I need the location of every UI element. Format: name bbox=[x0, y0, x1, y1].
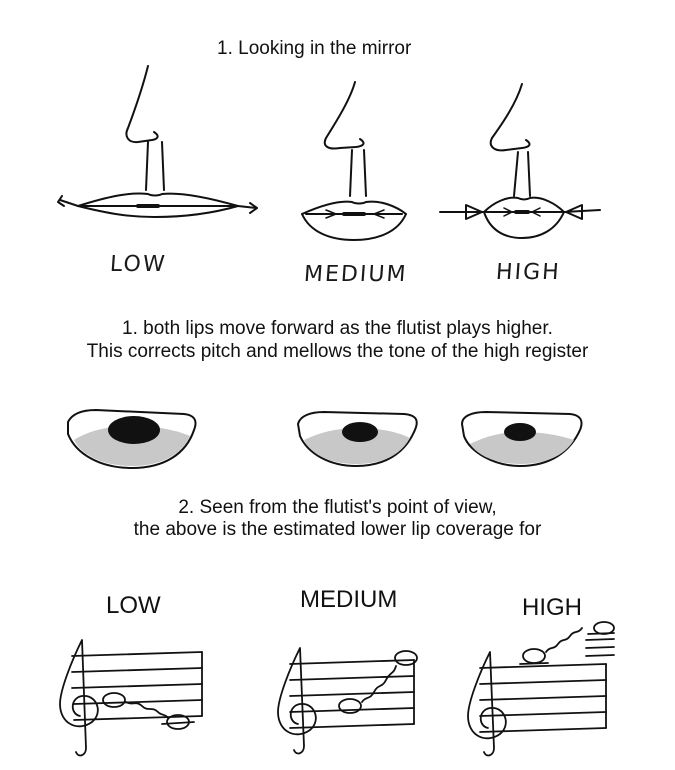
caption-2-line1: 2. Seen from the flutist's point of view… bbox=[178, 497, 497, 518]
ledger-lines-high bbox=[585, 632, 615, 657]
arrow-left-low bbox=[57, 195, 79, 207]
staff-low bbox=[59, 639, 203, 757]
note-1-medium bbox=[338, 698, 362, 714]
treble-clef-high bbox=[467, 651, 507, 757]
caption-1-line1: 1. both lips move forward as the flutist… bbox=[122, 318, 553, 339]
treble-clef-medium bbox=[277, 647, 317, 755]
face-low bbox=[57, 65, 258, 218]
staff-lines-low bbox=[71, 651, 203, 721]
register-label-high: HIGH bbox=[522, 594, 582, 621]
ledger-line-low bbox=[161, 721, 195, 725]
arrow-right-low bbox=[237, 202, 258, 214]
philtrum-medium bbox=[349, 149, 367, 197]
mouthpiece-outline-medium bbox=[297, 411, 418, 467]
nose-profile-high bbox=[489, 83, 531, 152]
inward-arrows-medium bbox=[325, 209, 385, 219]
note-2-medium bbox=[394, 650, 418, 666]
side-arrow-right-high bbox=[563, 204, 601, 220]
nose-profile-low bbox=[125, 65, 159, 144]
staff-lines-medium bbox=[289, 659, 415, 729]
staff-medium bbox=[277, 647, 418, 755]
upper-lip-low bbox=[77, 192, 239, 207]
embouchure-hole-low bbox=[108, 416, 160, 444]
glissando-medium bbox=[361, 665, 397, 703]
embouchure-hole-medium bbox=[342, 422, 378, 442]
lip-coverage-medium bbox=[297, 411, 418, 467]
embouchure-hole-high bbox=[504, 423, 536, 441]
caption-1-line2: This corrects pitch and mellows the tone… bbox=[86, 341, 589, 362]
treble-clef-low bbox=[59, 639, 99, 757]
lower-lip-high bbox=[483, 211, 565, 239]
face-high bbox=[439, 83, 601, 239]
lip-coverage-low bbox=[67, 409, 197, 469]
lip-label-high: HIGH bbox=[495, 260, 562, 285]
face-medium bbox=[301, 81, 407, 241]
staff-high bbox=[467, 621, 615, 757]
glissando-low bbox=[125, 701, 169, 719]
lip-label-low: LOW bbox=[109, 252, 168, 277]
upper-lip-medium bbox=[301, 200, 407, 215]
note-1-high bbox=[522, 648, 546, 664]
note-2-high bbox=[593, 621, 615, 635]
lower-lip-low bbox=[77, 205, 239, 218]
register-label-low: LOW bbox=[106, 592, 161, 619]
note-1-low bbox=[102, 692, 126, 708]
lip-coverage-high bbox=[461, 411, 583, 467]
upper-lip-high bbox=[483, 196, 565, 213]
lower-lip-medium bbox=[301, 213, 407, 241]
lower-lip-shading-low bbox=[74, 426, 190, 466]
philtrum-high bbox=[513, 151, 531, 197]
mouthpiece-outline-low bbox=[67, 409, 197, 469]
lower-lip-shading-high bbox=[470, 432, 574, 464]
staff-lines-high bbox=[479, 663, 607, 733]
inward-arrows-high bbox=[503, 207, 541, 217]
lip-label-medium: MEDIUM bbox=[303, 262, 409, 287]
lower-lip-shading-medium bbox=[304, 428, 410, 464]
mouthpiece-outline-high bbox=[461, 411, 583, 467]
caption-2-line2: the above is the estimated lower lip cov… bbox=[133, 519, 542, 540]
heading-mirror: 1. Looking in the mirror bbox=[217, 38, 412, 59]
ledger-line-high-1 bbox=[519, 662, 549, 665]
nose-profile-medium bbox=[323, 81, 365, 150]
side-arrow-left-high bbox=[439, 204, 485, 220]
register-label-medium: MEDIUM bbox=[300, 586, 398, 613]
philtrum-low bbox=[145, 141, 165, 191]
glissando-high bbox=[545, 627, 583, 653]
